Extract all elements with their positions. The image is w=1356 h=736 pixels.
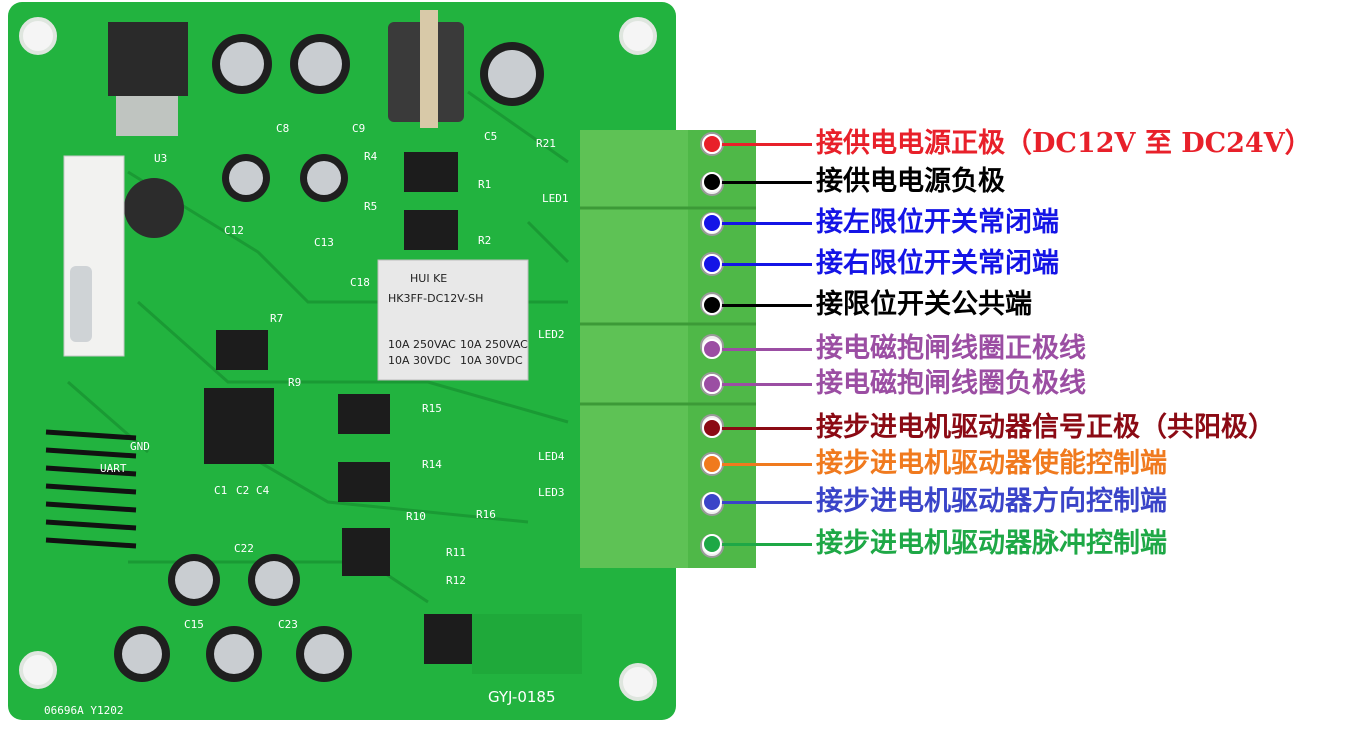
svg-text:R21: R21 [536, 137, 556, 150]
terminal-11-marker [702, 534, 722, 554]
svg-text:R15: R15 [422, 402, 442, 415]
svg-text:C12: C12 [224, 224, 244, 237]
terminal-4-marker [702, 254, 722, 274]
svg-text:C15: C15 [184, 618, 204, 631]
svg-text:R11: R11 [446, 546, 466, 559]
terminal-10-label: 接步进电机驱动器方向控制端 [816, 486, 1167, 517]
svg-text:C1: C1 [214, 484, 227, 497]
svg-text:C5: C5 [484, 130, 497, 143]
svg-text:R7: R7 [270, 312, 283, 325]
svg-text:R2: R2 [478, 234, 491, 247]
terminal-6-marker [702, 339, 722, 359]
terminal-8-marker [702, 418, 722, 438]
svg-text:R5: R5 [364, 200, 377, 213]
svg-text:GND: GND [130, 440, 150, 453]
terminal-7-label: 接电磁抱闸线圈负极线 [816, 368, 1086, 399]
svg-text:C4: C4 [256, 484, 270, 497]
terminal-11-lead-line [712, 543, 812, 546]
relay-rating-1: 10A 250VAC [388, 338, 456, 351]
svg-text:LED2: LED2 [538, 328, 565, 341]
svg-text:R9: R9 [288, 376, 301, 389]
relay-rating-4: 10A 30VDC [460, 354, 523, 367]
terminal-3-marker [702, 213, 722, 233]
terminal-6-lead-line [712, 348, 812, 351]
terminal-3-lead-line [712, 222, 812, 225]
terminal-7-marker [702, 374, 722, 394]
terminal-4-lead-line [712, 263, 812, 266]
terminal-5-label: 接限位开关公共端 [816, 289, 1032, 320]
terminal-1-lead-line [712, 143, 812, 146]
svg-text:R4: R4 [364, 150, 378, 163]
svg-text:C18: C18 [350, 276, 370, 289]
terminal-2-label: 接供电电源负极 [816, 166, 1005, 197]
terminal-2-marker [702, 172, 722, 192]
svg-text:R12: R12 [446, 574, 466, 587]
svg-text:LED1: LED1 [542, 192, 569, 205]
relay-rating-3: 10A 250VAC [460, 338, 528, 351]
svg-text:C8: C8 [276, 122, 289, 135]
relay-rating-2: 10A 30VDC [388, 354, 451, 367]
terminal-2-lead-line [712, 181, 812, 184]
svg-text:C23: C23 [278, 618, 298, 631]
svg-text:C22: C22 [234, 542, 254, 555]
svg-text:C13: C13 [314, 236, 334, 249]
terminal-4-label: 接右限位开关常闭端 [816, 248, 1059, 279]
terminal-11-label: 接步进电机驱动器脉冲控制端 [816, 528, 1167, 559]
terminal-5-lead-line [712, 304, 812, 307]
terminal-9-lead-line [712, 463, 812, 466]
board-serial: 06696A Y1202 [44, 704, 123, 717]
terminal-6-label: 接电磁抱闸线圈正极线 [816, 333, 1086, 364]
svg-text:R10: R10 [406, 510, 426, 523]
svg-text:R16: R16 [476, 508, 496, 521]
svg-text:LED3: LED3 [538, 486, 565, 499]
svg-text:C2: C2 [236, 484, 249, 497]
svg-text:UART: UART [100, 462, 127, 475]
terminal-3-label: 接左限位开关常闭端 [816, 207, 1059, 238]
svg-text:U3: U3 [154, 152, 167, 165]
terminal-10-lead-line [712, 501, 812, 504]
terminal-1-label: 接供电电源正极（DC12V 至 DC24V） [816, 128, 1312, 159]
terminal-9-marker [702, 454, 722, 474]
svg-text:C9: C9 [352, 122, 365, 135]
terminal-8-lead-line [712, 427, 812, 430]
svg-text:R1: R1 [478, 178, 491, 191]
svg-text:R14: R14 [422, 458, 442, 471]
relay-part: HK3FF-DC12V-SH [388, 292, 483, 305]
terminal-9-label: 接步进电机驱动器使能控制端 [816, 448, 1167, 479]
relay-brand: HUI KE [410, 272, 447, 285]
terminal-1-marker [702, 134, 722, 154]
svg-text:LED4: LED4 [538, 450, 565, 463]
relay-markings: HUI KE HK3FF-DC12V-SH 10A 250VAC 10A 30V… [388, 272, 528, 367]
terminal-10-marker [702, 492, 722, 512]
terminal-8-label: 接步进电机驱动器信号正极（共阳极） [816, 412, 1275, 443]
terminal-7-lead-line [712, 383, 812, 386]
board-model: GYJ-0185 [488, 688, 556, 706]
terminal-5-marker [702, 295, 722, 315]
